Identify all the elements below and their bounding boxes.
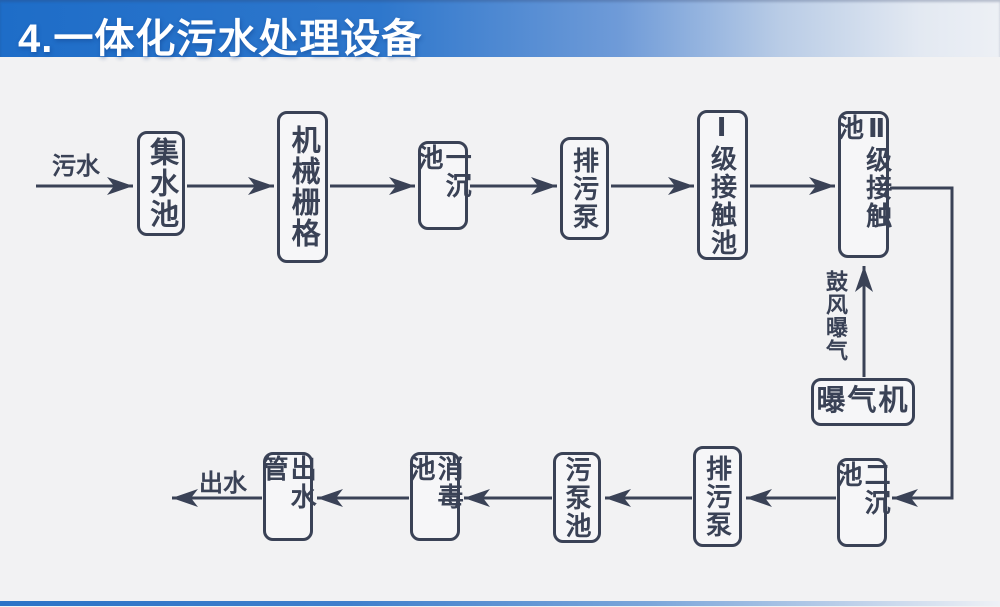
node-label: 污泵池 <box>562 455 593 540</box>
node-label: Ⅱ级接触池 <box>834 114 893 230</box>
node-label: 消毒池 <box>406 455 465 511</box>
node-sewage-pump-top: 排污泵 <box>560 137 609 240</box>
node-label: 排污泵 <box>702 454 733 539</box>
aeration-label: 鼓风曝气 <box>823 270 848 362</box>
node-outlet-pipe: 出水管 <box>259 452 318 541</box>
header-bar: 4.一体化污水处理设备 <box>0 0 1000 61</box>
node-label: 二沉池 <box>833 461 892 517</box>
node-label: 排污泵 <box>569 146 600 231</box>
node-sludge-pump-tank: 污泵池 <box>553 452 601 543</box>
node-label: 一沉池 <box>414 144 473 200</box>
connector-elbow-contact2-to-secondary <box>890 186 954 507</box>
node-contact-tank-1: Ⅰ级接触池 <box>697 110 748 260</box>
slide-title: 4.一体化污水处理设备 <box>18 17 423 61</box>
inlet-label: 污水 <box>52 153 100 180</box>
node-secondary-sedimentation: 二沉池 <box>833 458 892 547</box>
node-primary-sedimentation: 一沉池 <box>414 141 473 230</box>
outlet-label: 出水 <box>199 470 247 497</box>
node-label: 出水管 <box>259 455 318 511</box>
node-label: 机械栅格 <box>287 125 320 249</box>
node-label: 集水池 <box>145 137 178 230</box>
node-contact-tank-2: Ⅱ级接触池 <box>834 111 893 258</box>
node-label: Ⅰ级接触池 <box>707 113 738 257</box>
bottom-accent-bar <box>0 601 1000 606</box>
node-sewage-pump-bottom: 排污泵 <box>693 446 742 547</box>
node-disinfection-tank: 消毒池 <box>406 452 465 541</box>
node-label: 曝气机 <box>816 385 910 418</box>
node-mechanical-grid: 机械栅格 <box>277 111 328 263</box>
node-collecting-tank: 集水池 <box>137 131 185 236</box>
node-aerator: 曝气机 <box>811 378 915 426</box>
